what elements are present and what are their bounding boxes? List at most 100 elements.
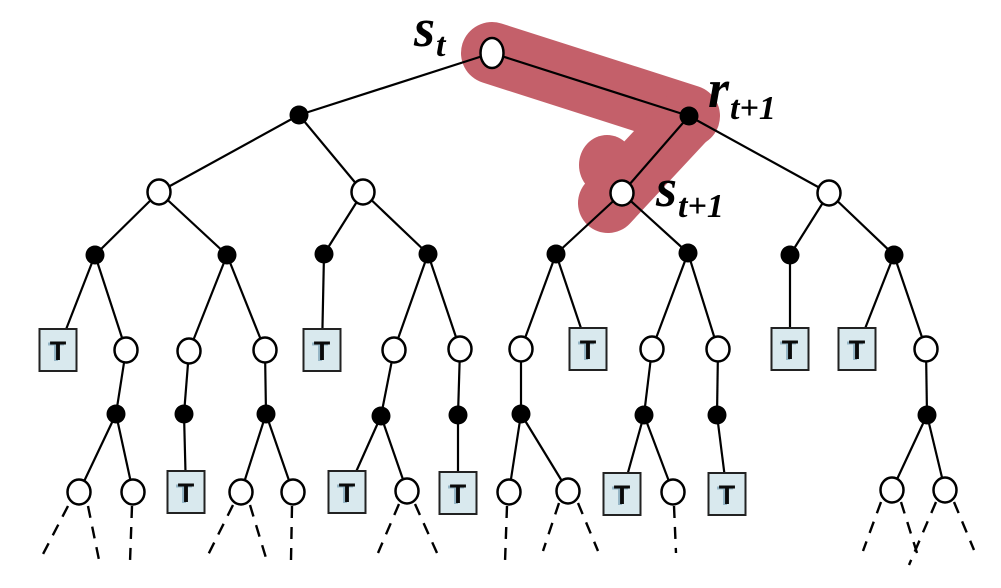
terminal-node: TT (438, 471, 478, 515)
label-s-t: st (413, 0, 447, 64)
terminal-box (707, 472, 747, 516)
action-node (546, 244, 566, 264)
state-node (932, 476, 958, 504)
tree-dashed-edge (861, 501, 883, 552)
action-node (707, 405, 727, 425)
terminal-label: T (782, 335, 799, 365)
action-node (511, 404, 531, 424)
tree-dashed-edge (899, 501, 919, 554)
tree-dashed-edge (128, 505, 134, 563)
action-node (314, 244, 334, 264)
state-node (660, 478, 686, 506)
terminal-label-shadow: T (780, 336, 797, 366)
terminal-node: TT (38, 328, 78, 372)
tree-edge (650, 252, 690, 350)
state-node (176, 337, 202, 365)
terminal-label: T (719, 480, 736, 510)
action-node (884, 245, 904, 265)
action-node (917, 405, 937, 425)
tree-edge (264, 413, 295, 493)
tree-edge (892, 254, 928, 350)
action-node (371, 406, 391, 426)
state-node (447, 335, 473, 363)
terminal-label-shadow: T (717, 481, 734, 511)
tree-edge (519, 253, 558, 350)
terminal-label: T (849, 335, 866, 365)
terminal-node: TT (302, 328, 342, 372)
state-node (394, 477, 420, 505)
state-node (705, 335, 731, 363)
action-node (418, 244, 438, 264)
state-node (816, 179, 842, 207)
tree-edge (298, 114, 364, 193)
state-node (639, 335, 665, 363)
tree-dashed-edge (40, 505, 70, 557)
terminal-label: T (50, 336, 67, 366)
terminal-node: TT (837, 327, 877, 371)
terminal-box (166, 470, 206, 514)
action-node (448, 405, 468, 425)
tree-edge (642, 414, 675, 493)
tree-edge (828, 192, 895, 256)
terminal-label-shadow: T (337, 479, 354, 509)
action-node (174, 404, 194, 424)
state-node (879, 476, 905, 504)
terminal-label-shadow: T (176, 479, 193, 509)
tree-dashed-edge (205, 504, 235, 558)
tree-dashed-edge (952, 501, 976, 551)
action-node (106, 404, 126, 424)
terminal-label: T (580, 335, 597, 365)
tree-dashed-edge (376, 503, 401, 554)
terminal-label: T (450, 479, 467, 509)
terminal-node: TT (770, 327, 810, 371)
labels-layer: st rt+1 st+1 (413, 0, 776, 225)
terminal-node: TT (166, 470, 206, 514)
terminal-label-shadow: T (448, 480, 465, 510)
tree-dashed-edge (672, 505, 678, 554)
terminal-label-shadow: T (48, 337, 65, 367)
tree-edge (362, 191, 429, 255)
action-node (634, 405, 654, 425)
state-node (146, 178, 172, 206)
tree-edge (78, 413, 117, 493)
state-node (350, 178, 376, 206)
state-node (913, 335, 939, 363)
terminal-label: T (339, 478, 356, 508)
tree-edge (621, 115, 690, 194)
terminal-label-shadow: T (578, 336, 595, 366)
terminal-box (602, 472, 642, 516)
tree-edge (688, 115, 830, 194)
tree-dashed-edge (289, 505, 294, 561)
tree-edge (686, 252, 720, 350)
label-r-t+1: rt+1 (708, 59, 776, 127)
action-node (679, 106, 699, 126)
terminal-label-shadow: T (612, 481, 629, 511)
state-node (508, 335, 534, 363)
action-node (256, 404, 276, 424)
tree-dashed-edge (86, 505, 101, 561)
tree-edge (298, 51, 493, 117)
tree-edge (491, 51, 690, 118)
terminal-label-shadow: T (312, 337, 329, 367)
terminal-box (302, 328, 342, 372)
tree-dashed-edge (907, 501, 938, 566)
terminal-box (327, 470, 367, 514)
state-node (120, 478, 146, 506)
state-node (280, 478, 306, 506)
terminal-box (837, 327, 877, 371)
tree-edge (891, 414, 928, 491)
terminal-box (568, 327, 608, 371)
action-node (780, 245, 800, 265)
tree-edge (520, 413, 569, 492)
terminal-box (438, 471, 478, 515)
tree-edge (621, 192, 689, 254)
action-node (289, 105, 309, 125)
tree-edge (187, 254, 229, 352)
terminal-box (38, 328, 78, 372)
state-node (113, 336, 139, 364)
tree-edge (93, 254, 128, 351)
state-node (496, 478, 522, 506)
state-node (228, 478, 254, 506)
terminal-box (770, 327, 810, 371)
